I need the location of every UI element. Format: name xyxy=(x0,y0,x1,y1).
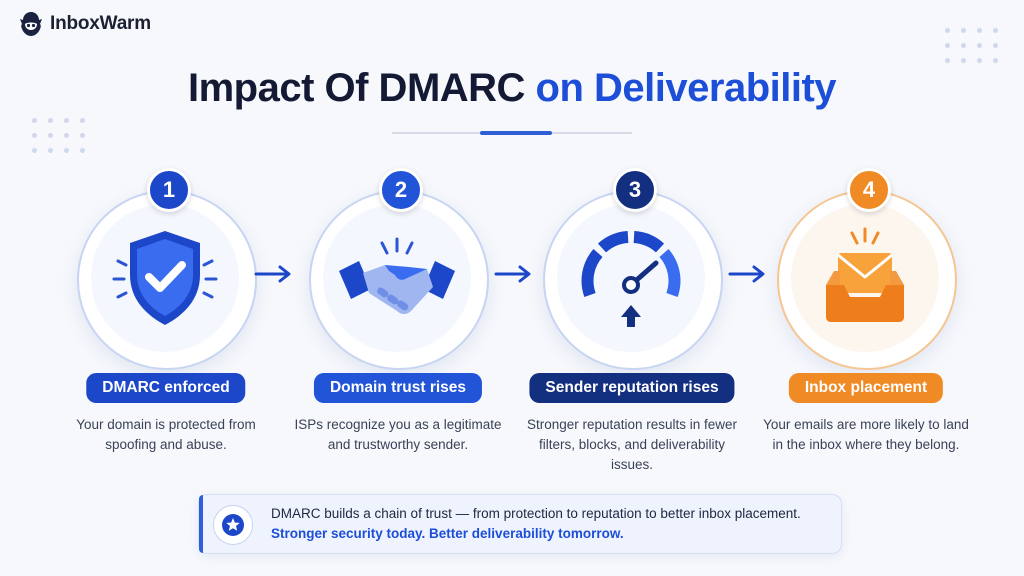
arrow-right-icon xyxy=(494,265,531,283)
gauge-icon xyxy=(581,231,681,327)
title-divider-accent xyxy=(480,131,552,135)
banner-accent-bar xyxy=(199,495,203,553)
summary-banner: DMARC builds a chain of trust — from pro… xyxy=(198,494,842,554)
step-2-label: Domain trust rises xyxy=(313,373,483,403)
brand-name: InboxWarm xyxy=(50,13,151,34)
decorative-dots-right xyxy=(945,28,999,63)
handshake-icon xyxy=(339,237,455,314)
step-4-badge: 4 xyxy=(847,168,891,212)
step-3-badge: 3 xyxy=(613,168,657,212)
step-1-description: Your domain is protected from spoofing a… xyxy=(76,417,256,452)
inbox-envelope-icon xyxy=(826,227,904,322)
step-4-circle xyxy=(777,190,957,370)
step-1-icon-wrap xyxy=(77,190,253,366)
step-4-label: Inbox placement xyxy=(788,373,944,403)
step-2-icon-wrap xyxy=(309,190,485,366)
brand-mascot-icon xyxy=(20,12,42,36)
decorative-dots-left xyxy=(32,118,86,153)
step-1-badge: 1 xyxy=(147,168,191,212)
arrow-right-icon xyxy=(254,265,291,283)
step-4-icon-wrap xyxy=(777,190,953,366)
step-2-badge: 2 xyxy=(379,168,423,212)
step-3-description: Stronger reputation results in fewer fil… xyxy=(526,417,738,472)
arrow-right-icon xyxy=(728,265,765,283)
shield-check-icon xyxy=(112,231,218,325)
banner-text: DMARC builds a chain of trust — from pro… xyxy=(271,506,801,521)
step-2-description: ISPs recognize you as a legitimate and t… xyxy=(294,417,502,452)
page-title: Impact Of DMARC on Deliverability xyxy=(0,66,1024,111)
step-4-description: Your emails are more likely to land in t… xyxy=(763,417,969,452)
step-3-label: Sender reputation rises xyxy=(529,373,735,403)
step-1-label: DMARC enforced xyxy=(86,373,246,403)
title-highlight: on Deliverability xyxy=(535,66,837,110)
brand-logo[interactable]: InboxWarm xyxy=(16,10,151,38)
title-main: Impact Of DMARC xyxy=(187,66,525,110)
star-icon xyxy=(222,514,244,536)
banner-highlight: Stronger security today. Better delivera… xyxy=(271,526,624,541)
banner-icon-wrap xyxy=(213,505,253,545)
step-3-icon-wrap xyxy=(543,190,719,366)
